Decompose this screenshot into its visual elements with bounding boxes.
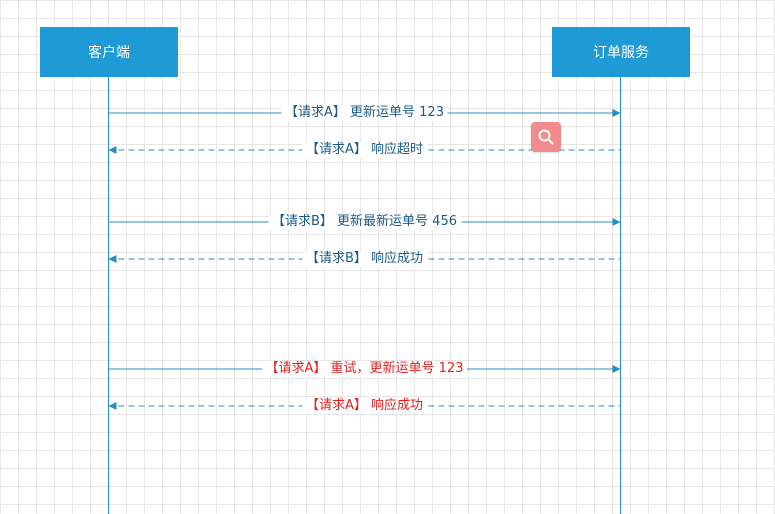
arrowhead bbox=[108, 402, 117, 410]
actor-order-service: 订单服务 bbox=[552, 27, 690, 77]
arrowhead bbox=[108, 146, 117, 154]
response-label: 【请求B】 响应成功 bbox=[301, 251, 428, 267]
actor-client-label: 客户端 bbox=[88, 45, 130, 61]
arrowhead bbox=[612, 109, 621, 117]
actor-client: 客户端 bbox=[40, 27, 178, 77]
arrowhead bbox=[612, 218, 621, 226]
response-label: 【请求A】 响应成功 bbox=[301, 398, 428, 414]
response-label: 【请求A】 响应超时 bbox=[301, 142, 428, 158]
lifeline-order-service bbox=[620, 77, 621, 514]
lifeline-client bbox=[108, 77, 109, 514]
request-label: 【请求B】 更新最新运单号 456 bbox=[268, 214, 461, 230]
arrowhead bbox=[612, 365, 621, 373]
search-icon bbox=[538, 129, 554, 145]
actor-service-label: 订单服务 bbox=[593, 45, 649, 61]
arrowhead bbox=[108, 255, 117, 263]
request-label: 【请求A】 重试，更新运单号 123 bbox=[261, 361, 468, 377]
image-search-button[interactable] bbox=[531, 122, 561, 152]
request-label: 【请求A】 更新运单号 123 bbox=[281, 105, 448, 121]
